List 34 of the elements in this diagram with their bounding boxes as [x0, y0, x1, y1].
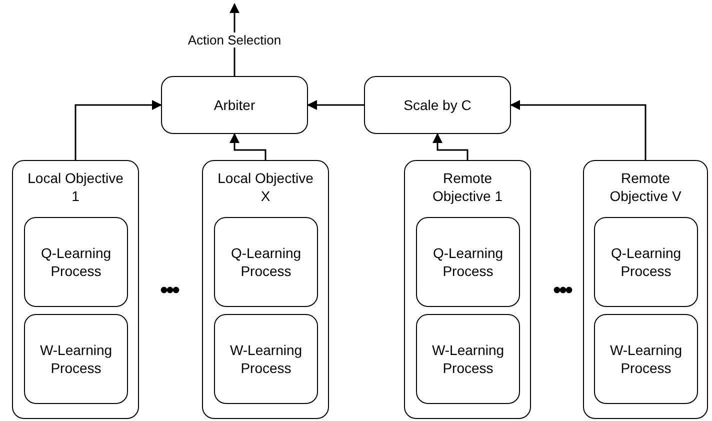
arrow — [307, 100, 364, 110]
process-box — [594, 217, 698, 307]
box-label: Q-Learning Process — [230, 244, 302, 280]
objective-container — [404, 160, 531, 419]
process-box — [594, 314, 698, 404]
box-label: Scale by C — [404, 96, 472, 114]
objective-container — [583, 160, 708, 419]
box-label: Q-Learning Process — [610, 244, 682, 280]
container-heading: Remote Objective V — [608, 169, 682, 205]
arrow — [230, 133, 266, 160]
objective-container — [202, 160, 329, 419]
arrow — [432, 133, 468, 160]
box-label: W-Learning Process — [430, 341, 506, 377]
process-box — [416, 314, 520, 404]
box-label: W-Learning Process — [38, 341, 114, 377]
process-box — [161, 76, 308, 134]
process-box — [416, 217, 520, 307]
container-heading: Local Objective 1 — [28, 169, 124, 205]
process-box — [214, 217, 318, 307]
process-box — [364, 76, 511, 134]
box-label: Arbiter — [214, 96, 256, 114]
arrow — [74, 100, 162, 160]
container-heading: Local Objective X — [218, 169, 314, 205]
process-box — [214, 314, 318, 404]
box-label: W-Learning Process — [608, 341, 684, 377]
box-label: W-Learning Process — [228, 341, 304, 377]
edge-label: Action Selection — [186, 32, 284, 48]
process-box — [24, 217, 128, 307]
objective-container — [12, 160, 139, 419]
process-box — [24, 314, 128, 404]
container-heading: Remote Objective 1 — [431, 169, 504, 205]
box-label: Q-Learning Process — [40, 244, 112, 280]
box-label: Q-Learning Process — [432, 244, 504, 280]
arrow — [510, 100, 646, 160]
